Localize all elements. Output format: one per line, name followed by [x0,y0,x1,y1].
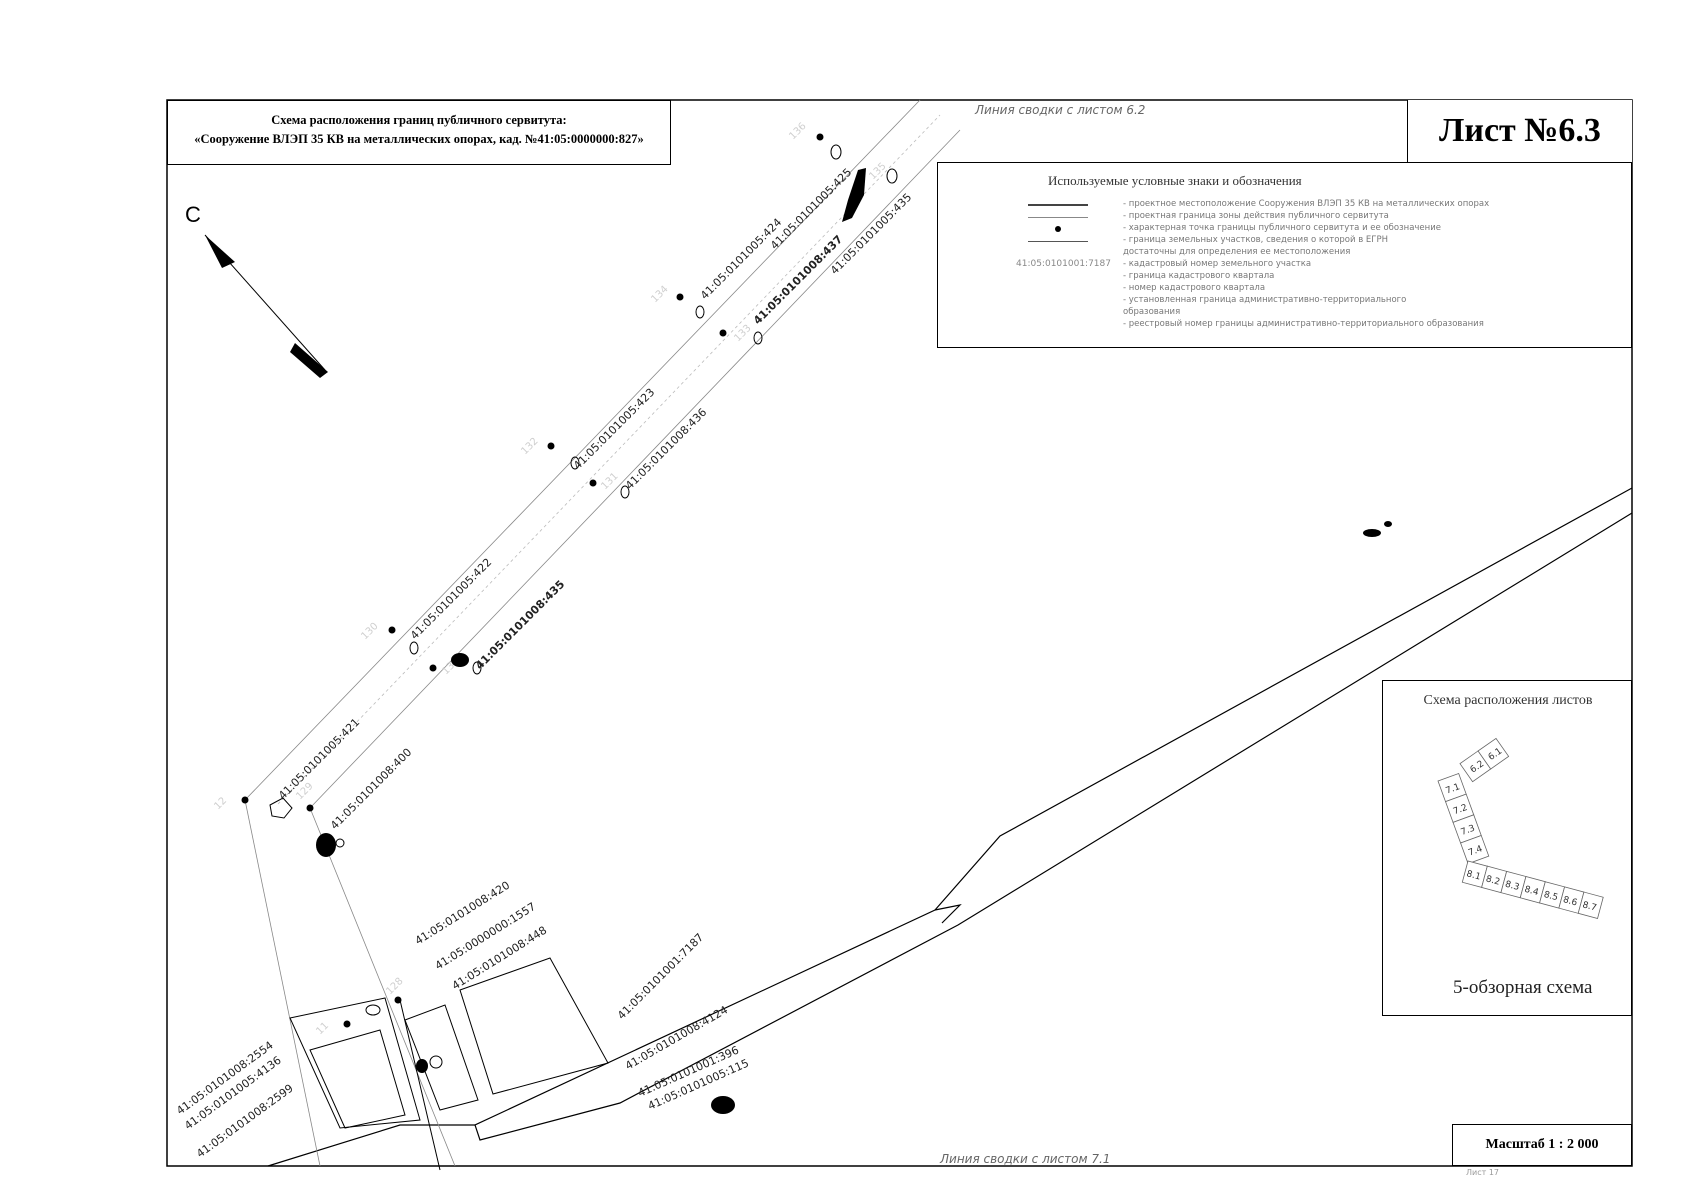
legend-symbol-text: 41:05:0101001:7187 [1016,259,1111,269]
parcel-label: 41:05:0101005:424 [698,216,784,302]
north-label: С [185,202,201,227]
svg-text:8.6: 8.6 [1562,895,1579,908]
north-arrow: С [185,202,328,378]
legend-symbol-thick-line [1028,199,1088,211]
parcel-label: 41:05:0101008:436 [623,406,709,492]
parcel-label: 41:05:0101008:435 [473,578,567,672]
svg-text:133: 133 [732,323,753,344]
scale-label: Масштаб 1 : 2 000 [1452,1124,1632,1166]
parcel-label: 41:05:0101008:400 [328,746,414,832]
servitude-boundary [244,99,961,1167]
svg-text:134: 134 [649,284,670,305]
legend: Используемые условные знаки и обозначени… [937,162,1632,348]
legend-row: - номер кадастрового квартала [1123,283,1266,293]
svg-text:8.7: 8.7 [1581,900,1597,913]
legend-row: - граница земельных участков, сведения о… [938,235,1633,247]
svg-text:128: 128 [384,976,405,997]
svg-text:8.2: 8.2 [1485,874,1501,887]
svg-text:132: 132 [519,436,540,457]
legend-row: 41:05:0101001:7187 - кадастровый номер з… [1016,259,1312,269]
boundary-points [241,133,824,1028]
cadastral-labels: 41:05:0101005:424 41:05:0101005:425 41:0… [174,166,914,1161]
legend-row: образования [1123,307,1181,317]
svg-text:8.5: 8.5 [1543,890,1559,903]
svg-text:12: 12 [212,795,229,812]
svg-text:135: 135 [867,161,888,182]
svg-text:136: 136 [787,121,808,142]
title-line2: «Сооружение ВЛЭП 35 КВ на металлических … [194,132,644,146]
overview-diagram: 6.1 6.2 7.1 7.2 7.3 7.4 8.1 8.2 8.3 8.4 … [1437,737,1604,919]
svg-text:8.3: 8.3 [1504,880,1520,893]
land-parcels [289,957,609,1171]
sheet-number: Лист №6.3 [1407,100,1632,163]
overview-caption: 5-обзорная схема [1453,977,1593,998]
svg-text:8.1: 8.1 [1465,869,1481,882]
point-number-labels: 136 135 134 133 132 131 130 13 12 129 12… [212,121,888,1037]
svg-text:8.4: 8.4 [1523,885,1540,898]
legend-row: - характерная точка границы публичного с… [938,223,1633,235]
legend-row: - граница кадастрового квартала [1123,271,1275,281]
legend-symbol-gray-line [1028,235,1088,247]
legend-row: - установленная граница административно-… [1123,295,1407,305]
legend-symbol-thin-line [1028,211,1088,223]
sheet-frame [166,99,1633,1167]
overview-title: Схема расположения листов [1423,693,1593,708]
svg-text:7.2: 7.2 [1452,803,1469,817]
svg-text:130: 130 [359,621,380,642]
parcel-label: 41:05:0101008:437 [751,233,845,327]
parcel-label: 41:05:0101005:421 [276,716,362,802]
legend-symbol-point [1028,223,1088,235]
legend-title: Используемые условные знаки и обозначени… [1048,173,1302,188]
title-line1: Схема расположения границ публичного сер… [271,113,567,127]
svg-text:7.3: 7.3 [1460,824,1477,838]
footer-note: Лист 17 [1466,1168,1499,1177]
road [267,487,1633,1167]
seam-label-bottom: Линия сводки с листом 7.1 [939,1152,1110,1166]
seam-label-top: Линия сводки с листом 6.2 [974,103,1145,117]
terrain-features [316,168,1392,1114]
legend-row: - реестровый номер границы административ… [1123,319,1484,329]
legend-row: достаточны для определения ее местополож… [1123,247,1351,257]
title-box: Схема расположения границ публичного сер… [167,100,671,165]
svg-text:131: 131 [599,471,620,492]
svg-text:11: 11 [314,1020,331,1037]
overview-inset: Схема расположения листов 6.1 6.2 7.1 7.… [1382,680,1632,1016]
parcel-label: 41:05:0101001:7187 [615,931,706,1022]
power-line-axis [277,114,941,805]
svg-text:7.4: 7.4 [1467,844,1484,858]
svg-text:7.1: 7.1 [1444,782,1461,796]
parcel-label: 41:05:0101008:420 [413,879,512,948]
legend-row: - проектное местоположение Сооружения ВЛ… [938,199,1633,211]
parcel-label: 41:05:0101005:435 [828,191,914,277]
pole-markers [269,144,898,1069]
legend-row: - проектная граница зоны действия публич… [938,211,1633,223]
